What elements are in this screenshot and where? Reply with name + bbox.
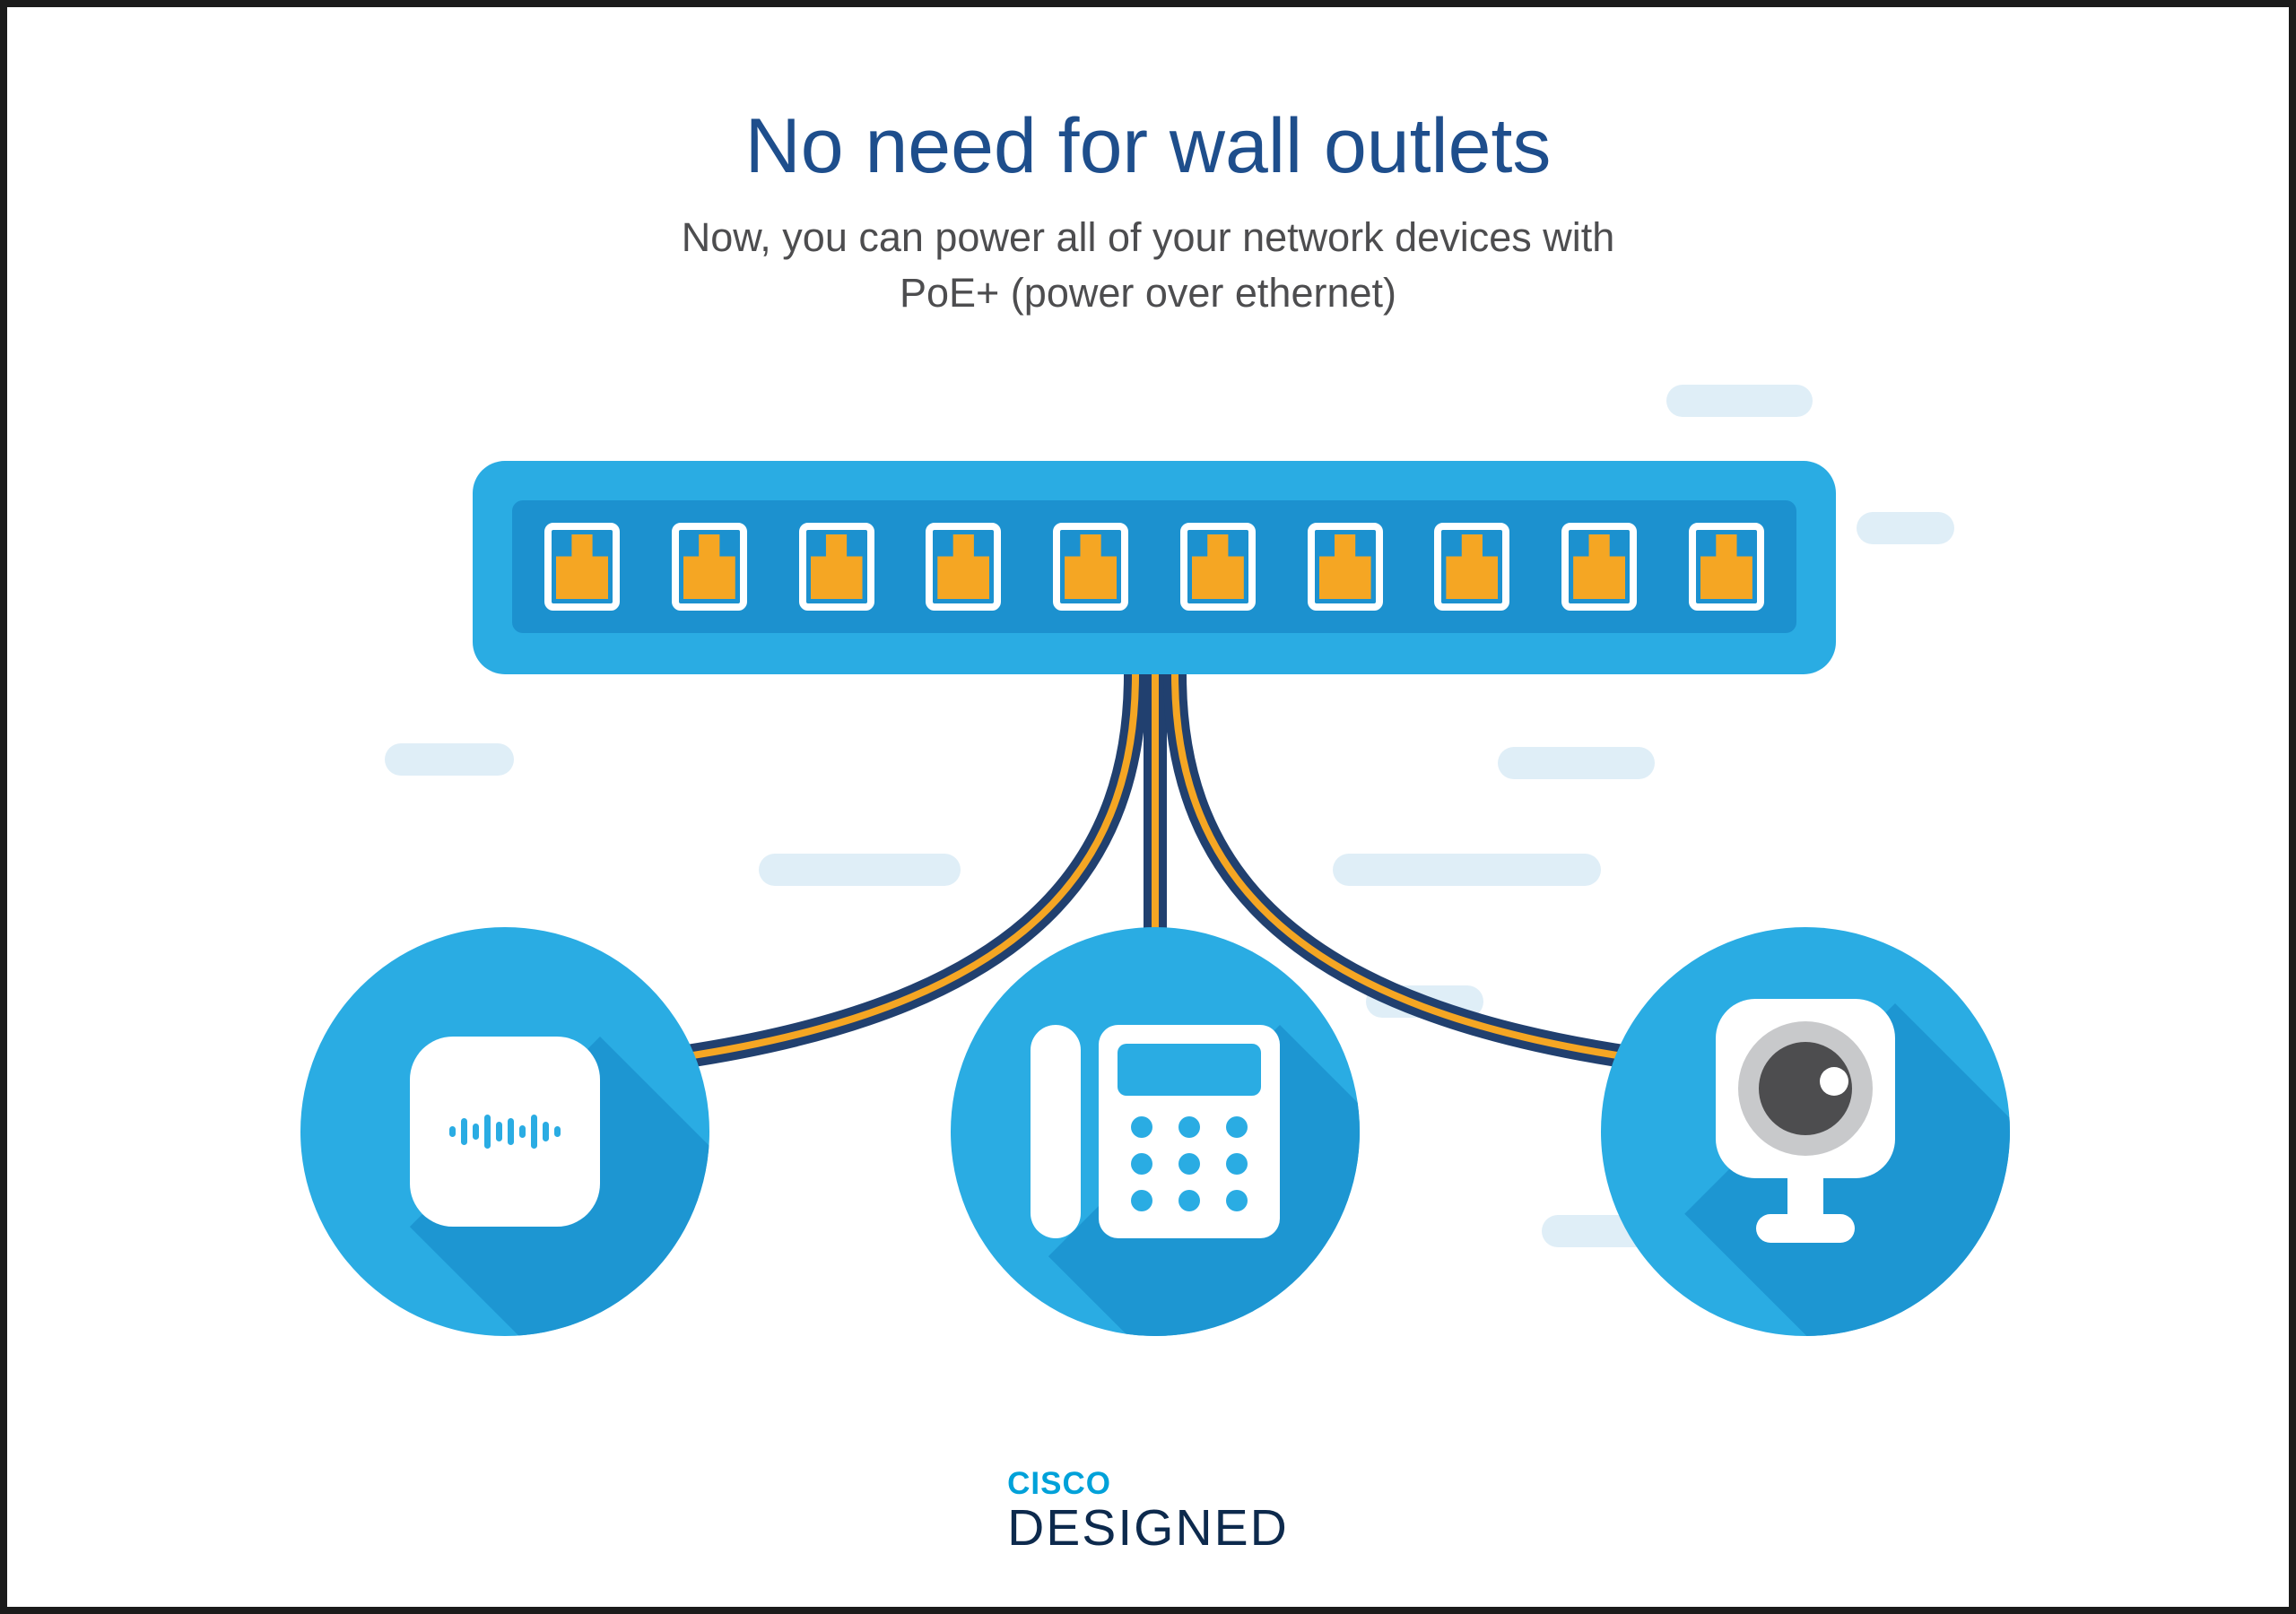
decor-pill — [385, 743, 514, 776]
ap-bar — [554, 1126, 561, 1137]
decor-pill — [759, 854, 961, 886]
phone-screen — [1118, 1044, 1261, 1096]
webcam-icon — [1716, 999, 1895, 1250]
camera-stand-base — [1756, 1214, 1855, 1243]
logo-wordmark: DESIGNED — [1007, 1499, 1289, 1557]
ethernet-port — [798, 523, 874, 611]
ethernet-port — [1434, 523, 1510, 611]
rj45-plug — [1700, 534, 1752, 599]
keypad-dot — [1178, 1190, 1200, 1211]
port-row — [512, 500, 1796, 633]
keypad-dot — [1226, 1153, 1248, 1175]
rj45-plug — [683, 534, 735, 599]
keypad-dot — [1226, 1190, 1248, 1211]
poe-switch — [473, 461, 1836, 674]
keypad-dot — [1178, 1153, 1200, 1175]
ap-bar — [531, 1115, 537, 1149]
decor-pill — [1666, 385, 1813, 417]
page-title: No need for wall outlets — [744, 103, 1552, 189]
rj45-plug — [1065, 534, 1118, 599]
logo-block: CISCO DESIGNED — [1007, 1466, 1289, 1557]
rj45-plug — [810, 534, 863, 599]
decor-pill — [1333, 854, 1601, 886]
decor-pill — [1366, 985, 1483, 1018]
ethernet-port — [671, 523, 747, 611]
decor-pill — [1498, 747, 1655, 779]
access-point-icon — [410, 1037, 600, 1227]
ap-bar — [543, 1122, 549, 1141]
keypad-dot — [1130, 1116, 1152, 1138]
ethernet-port — [1053, 523, 1129, 611]
device-circle-phone — [951, 927, 1360, 1336]
rj45-plug — [937, 534, 990, 599]
keypad-dot — [1178, 1116, 1200, 1138]
ap-bar — [461, 1118, 467, 1145]
ip-phone-icon — [1031, 1025, 1280, 1238]
ethernet-port — [1179, 523, 1256, 611]
ethernet-port — [1688, 523, 1764, 611]
ap-bar — [473, 1124, 479, 1140]
ap-bar — [519, 1125, 526, 1138]
rj45-plug — [556, 534, 608, 599]
ethernet-port — [926, 523, 1002, 611]
logo-brand: CISCO — [1007, 1466, 1111, 1501]
device-circle-camera — [1601, 927, 2010, 1336]
keypad-dot — [1130, 1153, 1152, 1175]
rj45-plug — [1446, 534, 1499, 599]
camera-stand-neck — [1787, 1176, 1823, 1221]
phone-body — [1099, 1025, 1280, 1238]
rj45-plug — [1191, 534, 1244, 599]
switch-port-panel — [512, 500, 1796, 633]
ap-bar — [449, 1126, 456, 1137]
page-subtitle: Now, you can power all of your network d… — [7, 210, 2289, 321]
ap-bar — [484, 1115, 491, 1149]
ethernet-port — [544, 523, 620, 611]
rj45-plug — [1573, 534, 1626, 599]
keypad-dot — [1226, 1116, 1248, 1138]
ap-signal-bars — [449, 1115, 561, 1149]
cisco-designed-logo: CISCO DESIGNED — [7, 1466, 2289, 1557]
phone-keypad — [1118, 1116, 1261, 1211]
device-circle-access-point — [300, 927, 709, 1336]
decor-pill — [1857, 512, 1954, 544]
camera-lens-glint — [1820, 1067, 1848, 1096]
subtitle-line-2: PoE+ (power over ethernet) — [899, 270, 1397, 316]
subtitle-line-1: Now, you can power all of your network d… — [681, 214, 1615, 260]
phone-handset — [1031, 1025, 1081, 1238]
rj45-plug — [1318, 534, 1371, 599]
keypad-dot — [1130, 1190, 1152, 1211]
ap-bar — [496, 1122, 502, 1141]
ethernet-port — [1307, 523, 1383, 611]
ap-bar — [508, 1118, 514, 1145]
ethernet-port — [1561, 523, 1638, 611]
